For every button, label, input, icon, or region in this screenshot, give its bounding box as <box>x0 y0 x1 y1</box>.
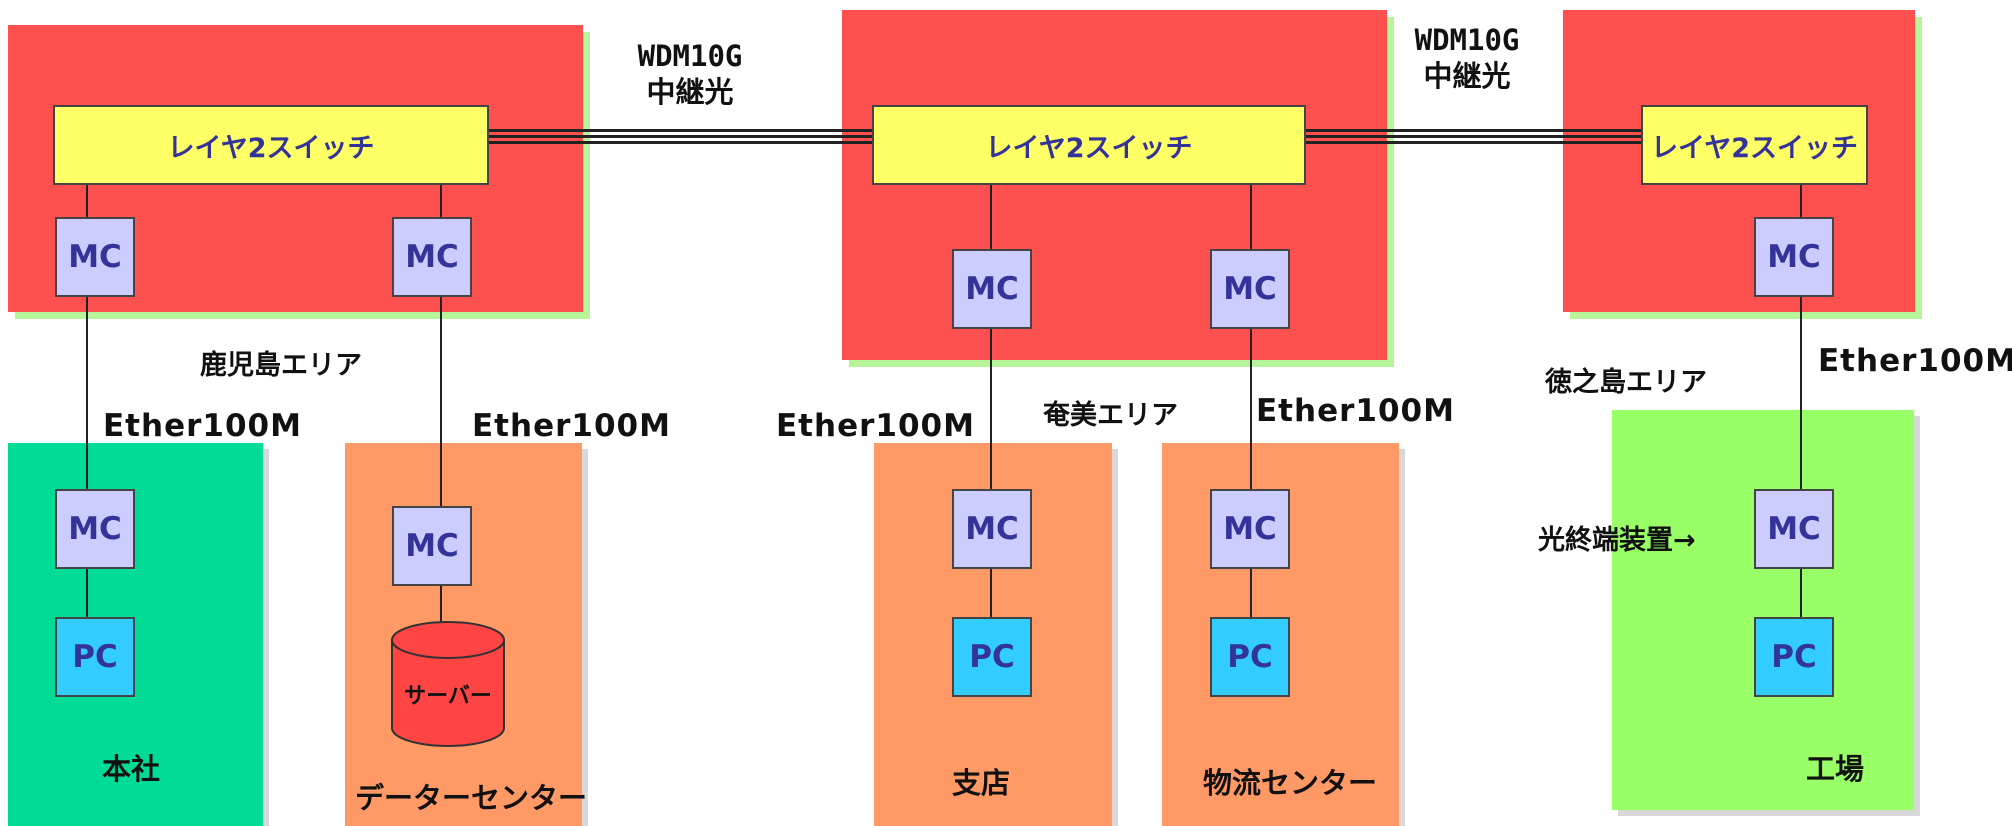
server-database-icon: サーバー <box>390 620 506 750</box>
layer2-switch-kagoshima: レイヤ2スイッチ <box>53 105 489 185</box>
site-label-kojo: 工場 <box>1806 752 1865 786</box>
ether-link-label: Ether100M <box>103 408 302 444</box>
connector-line <box>440 297 442 506</box>
wdm-link-label-1: WDM10G 中継光 <box>600 38 780 110</box>
connector-line <box>1250 185 1252 249</box>
pc-node: PC <box>952 617 1032 697</box>
pc-node: PC <box>1210 617 1290 697</box>
layer2-switch-amami: レイヤ2スイッチ <box>872 105 1306 185</box>
mc-node: MC <box>1210 489 1290 569</box>
mc-node: MC <box>392 217 472 297</box>
mc-node: MC <box>1210 249 1290 329</box>
connector-line <box>990 329 992 489</box>
ether-link-label: Ether100M <box>472 408 671 444</box>
ether-link-label: Ether100M <box>1818 343 2012 379</box>
area-label-tokunoshima: 徳之島エリア <box>1545 367 1707 398</box>
pc-node: PC <box>55 617 135 697</box>
wdm-speed-label: WDM10G <box>1414 23 1520 57</box>
site-label-honsha: 本社 <box>102 752 161 786</box>
wdm-trunk-line-1 <box>488 129 874 144</box>
mc-node: MC <box>952 249 1032 329</box>
connector-line <box>1250 569 1252 617</box>
ether-link-label: Ether100M <box>1256 393 1455 429</box>
connector-line <box>440 185 442 217</box>
connector-line <box>1800 185 1802 217</box>
mc-node: MC <box>55 489 135 569</box>
connector-line <box>1250 329 1252 489</box>
optical-terminal-label: 光終端装置→ <box>1538 525 1696 556</box>
mc-node: MC <box>1754 489 1834 569</box>
mc-node: MC <box>1754 217 1834 297</box>
wdm-trunk-line-2 <box>1305 129 1643 144</box>
connector-line <box>86 185 88 217</box>
kojo-site-box <box>1612 410 1914 810</box>
amami-area-box <box>842 10 1387 360</box>
area-label-kagoshima: 鹿児島エリア <box>200 350 362 381</box>
connector-line <box>1800 297 1802 489</box>
pc-node: PC <box>1754 617 1834 697</box>
wdm-link-label-2: WDM10G 中継光 <box>1377 22 1557 94</box>
relay-light-label: 中継光 <box>1423 59 1511 93</box>
connector-line <box>440 586 442 624</box>
server-label: サーバー <box>404 684 492 709</box>
site-label-butsuryu: 物流センター <box>1203 766 1378 800</box>
mc-node: MC <box>392 506 472 586</box>
connector-line <box>990 569 992 617</box>
connector-line <box>86 297 88 489</box>
site-label-datacenter: データーセンター <box>355 781 588 815</box>
site-label-shiten: 支店 <box>952 766 1011 800</box>
mc-node: MC <box>55 217 135 297</box>
layer2-switch-tokunoshima: レイヤ2スイッチ <box>1641 105 1868 185</box>
connector-line <box>86 569 88 617</box>
relay-light-label: 中継光 <box>646 75 734 109</box>
area-label-amami: 奄美エリア <box>1043 400 1178 431</box>
wdm-speed-label: WDM10G <box>637 39 743 73</box>
mc-node: MC <box>952 489 1032 569</box>
ether-link-label: Ether100M <box>776 408 975 444</box>
honsha-site-box <box>8 443 263 826</box>
connector-line <box>1800 569 1802 617</box>
connector-line <box>990 185 992 249</box>
